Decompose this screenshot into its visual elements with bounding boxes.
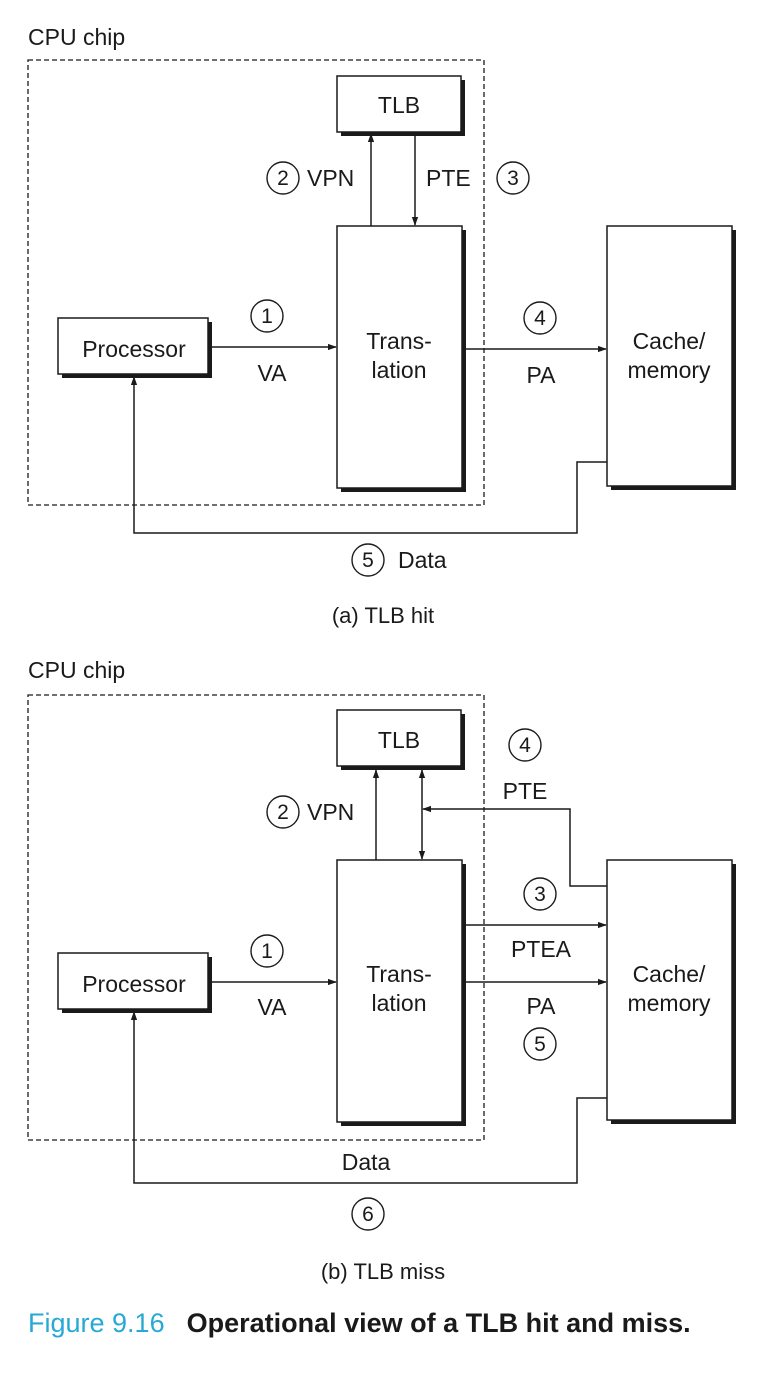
panel-b-tlb-miss: CPU chip TLB Processor Trans- lation Cac… bbox=[27, 657, 736, 1284]
data-arrow bbox=[130, 376, 607, 534]
step-4-number: 4 bbox=[519, 734, 531, 757]
data-arrow bbox=[130, 1011, 607, 1184]
processor-box: Processor bbox=[57, 952, 212, 1013]
step-1-marker bbox=[250, 934, 284, 968]
memory-label-line1: Cache/ bbox=[633, 961, 706, 987]
step-4-number: 4 bbox=[534, 307, 546, 330]
step-2-number: 2 bbox=[277, 801, 289, 824]
step-6-number: 6 bbox=[362, 1203, 374, 1226]
translation-label-line2: lation bbox=[372, 990, 427, 1016]
panel-a-tlb-hit: CPU chip TLB Processor Trans- lation Cac… bbox=[27, 24, 736, 628]
panel-a-caption: (a) TLB hit bbox=[332, 603, 434, 628]
step-5-marker bbox=[523, 1027, 557, 1061]
step-5-number: 5 bbox=[534, 1033, 546, 1056]
step-1-number: 1 bbox=[261, 940, 273, 963]
step-4-marker bbox=[508, 728, 542, 762]
memory-label-line1: Cache/ bbox=[633, 328, 706, 354]
step-5-number: 5 bbox=[362, 549, 374, 572]
va-label: VA bbox=[258, 994, 288, 1020]
translation-box: Trans- lation bbox=[336, 859, 466, 1126]
memory-label-line2: memory bbox=[627, 357, 711, 383]
figure-caption: Figure 9.16 Operational view of a TLB hit… bbox=[28, 1308, 691, 1339]
translation-label-line1: Trans- bbox=[366, 961, 432, 987]
figure-title: Operational view of a TLB hit and miss. bbox=[186, 1308, 691, 1338]
tlb-box: TLB bbox=[336, 75, 465, 136]
data-label: Data bbox=[342, 1149, 391, 1175]
panel-b-caption: (b) TLB miss bbox=[321, 1259, 445, 1284]
tlb-label: TLB bbox=[378, 92, 420, 118]
tlb-box: TLB bbox=[336, 709, 465, 770]
translation-box: Trans- lation bbox=[336, 225, 466, 492]
ptea-label: PTEA bbox=[511, 936, 572, 962]
cpu-chip-label: CPU chip bbox=[28, 657, 125, 683]
step-1-number: 1 bbox=[261, 305, 273, 328]
step-2-marker bbox=[266, 161, 300, 195]
pte-label: PTE bbox=[503, 778, 548, 804]
va-label: VA bbox=[258, 360, 288, 386]
step-1-marker bbox=[250, 299, 284, 333]
cpu-chip-boundary bbox=[27, 694, 485, 1141]
processor-box: Processor bbox=[57, 317, 212, 378]
step-4-marker bbox=[523, 301, 557, 335]
processor-label: Processor bbox=[82, 971, 186, 997]
step-3-number: 3 bbox=[534, 883, 546, 906]
step-6-marker bbox=[351, 1197, 385, 1231]
translation-label-line2: lation bbox=[372, 357, 427, 383]
pte-label: PTE bbox=[426, 165, 471, 191]
step-5-marker bbox=[351, 543, 385, 577]
vpn-label: VPN bbox=[307, 165, 354, 191]
tlb-label: TLB bbox=[378, 727, 420, 753]
memory-label-line2: memory bbox=[627, 990, 711, 1016]
figure-number: Figure 9.16 bbox=[28, 1308, 165, 1338]
cache-memory-box: Cache/ memory bbox=[606, 859, 736, 1124]
pa-label: PA bbox=[527, 362, 557, 388]
processor-label: Processor bbox=[82, 336, 186, 362]
cpu-chip-boundary bbox=[27, 59, 485, 506]
cache-memory-box: Cache/ memory bbox=[606, 225, 736, 490]
pte-arrow bbox=[422, 805, 607, 887]
step-2-number: 2 bbox=[277, 167, 289, 190]
cpu-chip-label: CPU chip bbox=[28, 24, 125, 50]
translation-label-line1: Trans- bbox=[366, 328, 432, 354]
step-3-marker bbox=[496, 161, 530, 195]
step-3-marker bbox=[523, 877, 557, 911]
vpn-label: VPN bbox=[307, 799, 354, 825]
step-2-marker bbox=[266, 795, 300, 829]
tlb-diagram: CPU chip TLB Processor Trans- lation Cac… bbox=[27, 24, 736, 1284]
data-label: Data bbox=[398, 547, 447, 573]
pa-label: PA bbox=[527, 993, 557, 1019]
step-3-number: 3 bbox=[507, 167, 519, 190]
